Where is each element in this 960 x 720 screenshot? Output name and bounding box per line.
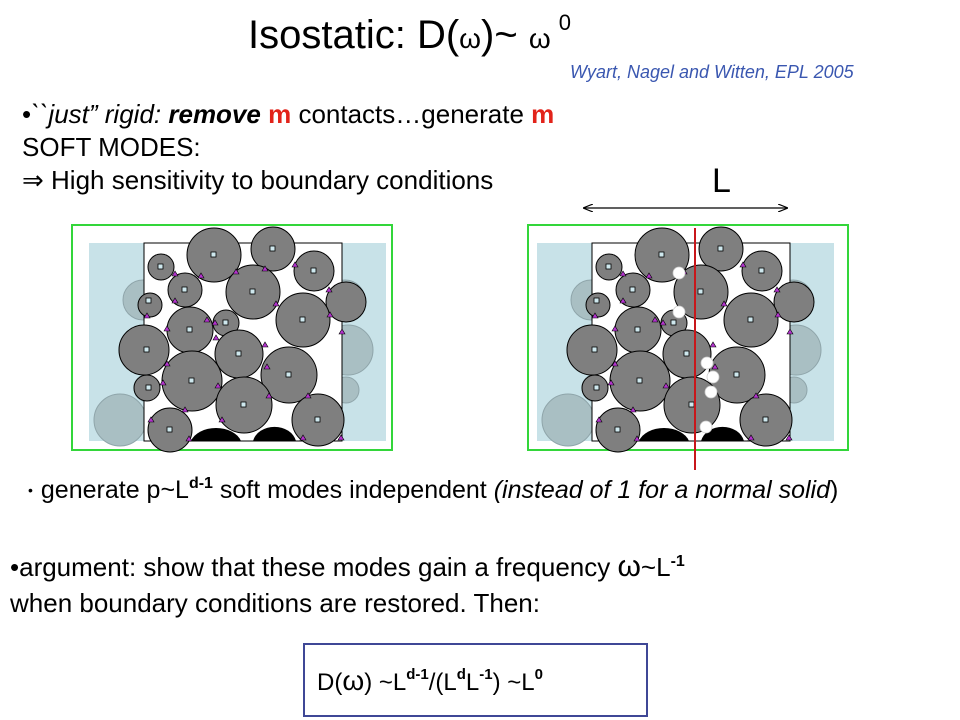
removed-contacts (672, 266, 720, 434)
grain-centers (143, 245, 321, 433)
packing-right (527, 224, 849, 470)
grains (566, 226, 815, 453)
grain-centers (591, 245, 769, 433)
bullet-dot: • (22, 99, 32, 129)
bottom-grain-1 (639, 427, 689, 441)
length-label: L (712, 162, 731, 200)
formula-box: D(ω) ~Ld-1/(LdL-1) ~L0 (303, 643, 648, 717)
bullet-dot: • (28, 482, 33, 498)
bottom-grain-2 (253, 426, 296, 441)
green-frame (71, 224, 393, 451)
page-title: Isostatic: D(ω)~ ω0 (248, 10, 571, 57)
contact-markers (591, 261, 794, 442)
packing-left (71, 224, 393, 453)
bullet-rigid: •``just” rigid: remove m contacts…genera… (22, 99, 555, 195)
bullet-generate: •generate p~Ld-1 soft modes independent … (28, 475, 839, 504)
bottom-grain-1 (191, 427, 241, 441)
citation: Wyart, Nagel and Witten, EPL 2005 (570, 62, 854, 82)
contact-markers (143, 261, 346, 442)
bullet-argument: •argument: show that these modes gain a … (10, 550, 685, 618)
bottom-grain-2 (701, 426, 744, 441)
implies-arrow-icon: ⇒ (22, 165, 44, 195)
green-frame (527, 224, 849, 451)
